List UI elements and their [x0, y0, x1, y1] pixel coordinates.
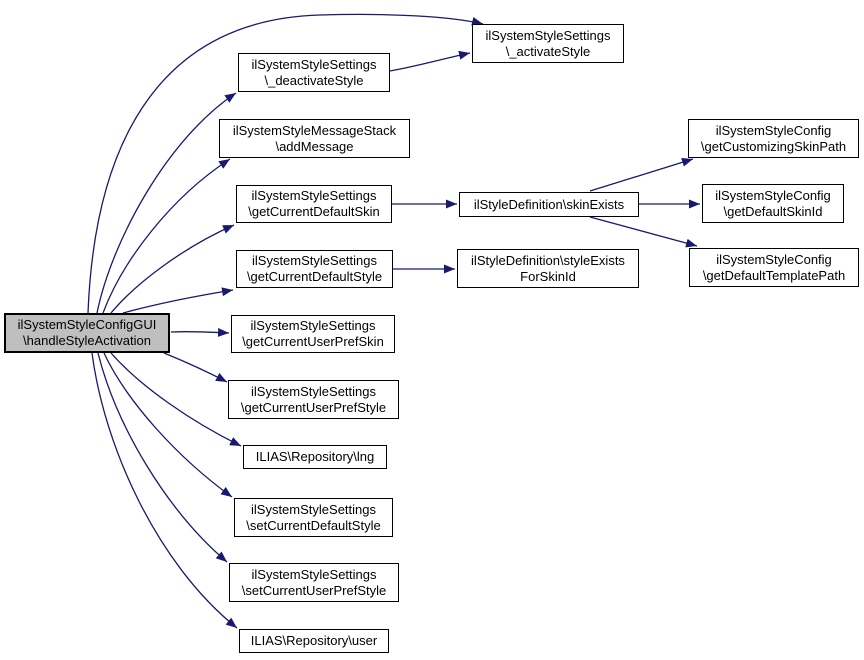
edge-deactivateStyle-to-activateStyle — [389, 50, 471, 72]
edge-main-to-getCurrentUserPrefSkin — [170, 327, 230, 337]
edge-skinExists-to-getCustomizingSkinPath — [589, 157, 694, 192]
node-label: \getCurrentUserPrefStyle — [240, 399, 387, 415]
edge-main-to-user — [91, 352, 238, 629]
node-label: ilSystemStyleConfig — [715, 122, 832, 138]
node-label: \getDefaultSkinId — [723, 203, 823, 219]
node-label: \getDefaultTemplatePath — [702, 267, 846, 283]
node-label: ilSystemStyleSettings — [251, 501, 376, 517]
node-label: ilSystemStyleSettings — [485, 27, 611, 43]
node-setCurrentUserPrefStyle[interactable]: ilSystemStyleSettings \setCurrentUserPre… — [229, 563, 399, 602]
node-label: ilSystemStyleSettings — [251, 188, 377, 203]
node-activateStyle[interactable]: ilSystemStyleSettings \_activateStyle — [472, 24, 624, 63]
edge-main-to-getCurrentUserPrefStyle — [163, 352, 228, 383]
node-label: \getCurrentUserPrefSkin — [242, 334, 384, 349]
node-label: ilSystemStyleSettings — [251, 56, 377, 72]
edge-main-to-getCurrentDefaultStyle — [122, 287, 234, 314]
node-label: ilSystemStyleSettings — [250, 318, 376, 333]
node-handleStyleActivation[interactable]: ilSystemStyleConfigGUI \handleStyleActiv… — [4, 313, 170, 353]
node-label: \getCustomizingSkinPath — [700, 138, 847, 154]
node-deactivateStyle[interactable]: ilSystemStyleSettings \_deactivateStyle — [238, 53, 390, 92]
node-label: \addMessage — [275, 138, 354, 154]
node-lng[interactable]: ILIAS\Repository\lng — [243, 445, 387, 469]
node-label: \getCurrentDefaultStyle — [246, 269, 383, 284]
node-label: ilSystemStyleSettings — [251, 383, 376, 399]
node-label: ilSystemStyleConfig — [715, 187, 831, 203]
node-getCurrentDefaultSkin[interactable]: ilSystemStyleSettings \getCurrentDefault… — [236, 185, 392, 223]
edge-main-to-deactivateStyle — [96, 92, 237, 314]
edge-main-to-addMessage — [102, 158, 231, 314]
node-label: ilSystemStyleConfig — [716, 251, 832, 267]
node-label: \handleStyleActivation — [23, 333, 151, 348]
node-getCurrentUserPrefSkin[interactable]: ilSystemStyleSettings \getCurrentUserPre… — [231, 315, 395, 353]
node-getDefaultTemplatePath[interactable]: ilSystemStyleConfig \getDefaultTemplateP… — [689, 248, 859, 287]
edge-skinExists-to-getDefaultTemplatePath — [589, 216, 698, 248]
node-label: ilSystemStyleConfigGUI — [17, 317, 157, 332]
node-label: ilSystemStyleSettings — [252, 253, 377, 268]
node-label: ForSkinId — [520, 268, 576, 284]
node-getCurrentUserPrefStyle[interactable]: ilSystemStyleSettings \getCurrentUserPre… — [228, 380, 399, 419]
node-styleExistsForSkinId[interactable]: ilStyleDefinition\styleExists ForSkinId — [457, 249, 639, 288]
node-skinExists[interactable]: ilStyleDefinition\skinExists — [459, 192, 639, 217]
node-label: ILIAS\Repository\user — [250, 633, 378, 648]
edge-main-to-setCurrentUserPrefStyle — [97, 352, 228, 563]
node-getCustomizingSkinPath[interactable]: ilSystemStyleConfig \getCustomizingSkinP… — [688, 119, 859, 158]
edge-main-to-lng — [110, 352, 242, 447]
node-setCurrentDefaultStyle[interactable]: ilSystemStyleSettings \setCurrentDefault… — [234, 498, 393, 537]
node-label: \getCurrentDefaultSkin — [248, 204, 380, 219]
node-label: \setCurrentUserPrefStyle — [241, 582, 387, 598]
edge-main-to-activateStyle — [87, 13, 484, 314]
node-addMessage[interactable]: ilSystemStyleMessageStack \addMessage — [219, 119, 410, 158]
node-label: \_deactivateStyle — [264, 72, 364, 88]
node-getDefaultSkinId[interactable]: ilSystemStyleConfig \getDefaultSkinId — [702, 184, 844, 223]
node-label: ilStyleDefinition\skinExists — [473, 196, 625, 212]
node-label: \setCurrentDefaultStyle — [246, 517, 381, 533]
node-getCurrentDefaultStyle[interactable]: ilSystemStyleSettings \getCurrentDefault… — [236, 250, 393, 288]
node-label: ilSystemStyleMessageStack — [232, 122, 397, 138]
edge-main-to-getCurrentDefaultSkin — [110, 224, 235, 314]
node-label: ILIAS\Repository\lng — [255, 449, 375, 464]
node-label: ilStyleDefinition\styleExists — [471, 252, 625, 268]
edge-main-to-setCurrentDefaultStyle — [103, 352, 233, 498]
node-label: \_activateStyle — [505, 43, 591, 59]
node-user[interactable]: ILIAS\Repository\user — [239, 629, 389, 653]
node-label: ilSystemStyleSettings — [251, 566, 377, 582]
